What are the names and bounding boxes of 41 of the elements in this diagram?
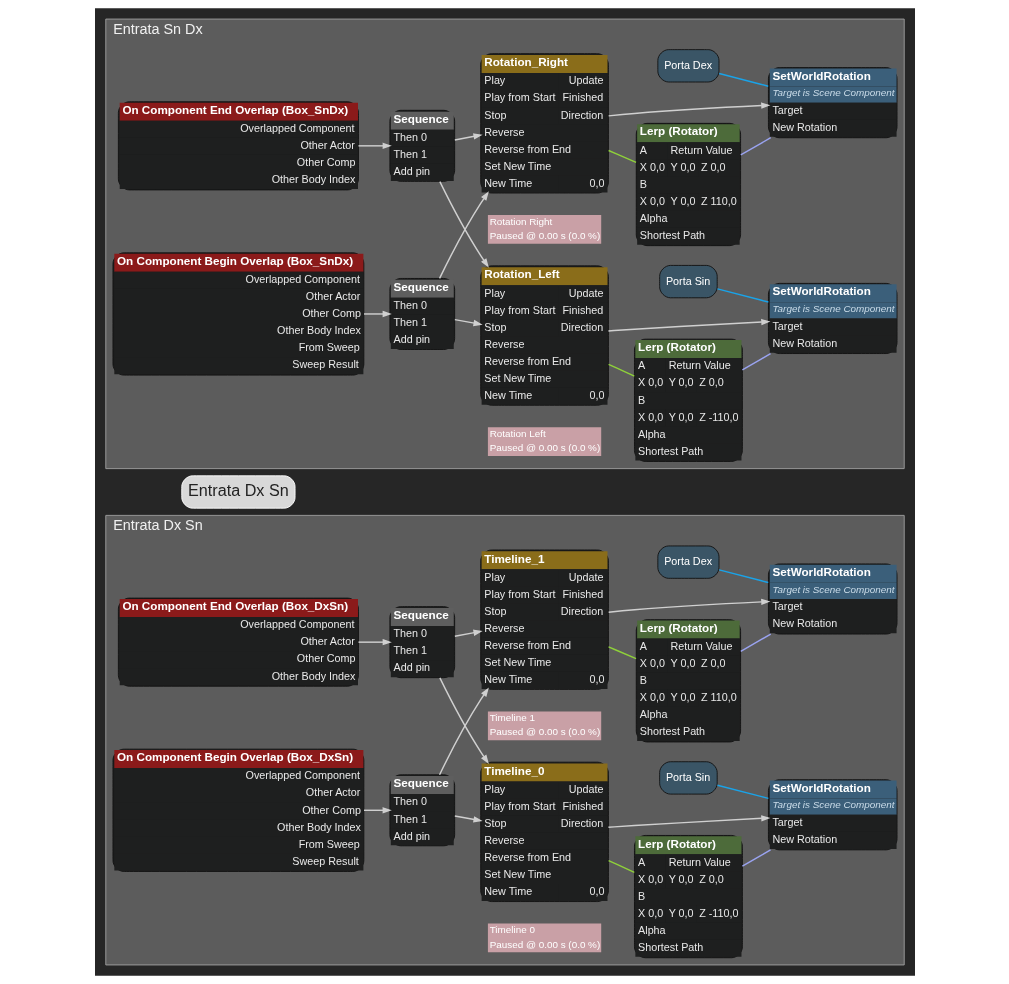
arrow bbox=[607, 102, 770, 117]
connector bbox=[716, 288, 769, 303]
connector bbox=[607, 646, 637, 660]
connector bbox=[716, 784, 769, 800]
node-box: Porta Dex bbox=[656, 545, 719, 579]
node-box: Entrata Dx Sn bbox=[180, 475, 295, 509]
arrow bbox=[357, 638, 392, 646]
arrow bbox=[607, 815, 770, 828]
arrow bbox=[607, 598, 770, 613]
node-box: Porta Sin bbox=[658, 761, 718, 795]
arrow bbox=[438, 687, 489, 776]
node-label: Paused @ 0.00 s (0.0 %) bbox=[489, 442, 600, 454]
connector bbox=[741, 352, 771, 371]
connector bbox=[739, 633, 771, 652]
arrow bbox=[607, 318, 770, 332]
connector bbox=[739, 137, 771, 156]
node-label: Rotation Right bbox=[489, 215, 552, 227]
connector bbox=[607, 859, 635, 874]
arrow bbox=[357, 142, 392, 150]
connector bbox=[607, 363, 635, 377]
arrow bbox=[453, 629, 483, 637]
node-label: Paused @ 0.00 s (0.0 %) bbox=[489, 938, 600, 950]
node-box: Porta Dex bbox=[656, 49, 719, 83]
arrow bbox=[438, 677, 489, 764]
arrow bbox=[453, 318, 483, 327]
arrow bbox=[438, 180, 489, 268]
node-label: Rotation Left bbox=[489, 427, 546, 439]
connector bbox=[741, 849, 771, 867]
node-label: Paused @ 0.00 s (0.0 %) bbox=[489, 230, 600, 242]
arrow bbox=[362, 310, 392, 318]
node-label: Paused @ 0.00 s (0.0 %) bbox=[489, 726, 600, 738]
node-box: Porta Sin bbox=[658, 264, 718, 299]
connector bbox=[607, 149, 637, 164]
arrow bbox=[453, 133, 483, 141]
node-label: Timeline 1 bbox=[489, 712, 535, 724]
arrow bbox=[438, 191, 489, 280]
connector bbox=[718, 569, 769, 584]
arrow bbox=[453, 815, 483, 823]
arrow bbox=[362, 807, 392, 814]
node-label: Timeline 0 bbox=[489, 924, 535, 936]
connector bbox=[718, 72, 769, 87]
